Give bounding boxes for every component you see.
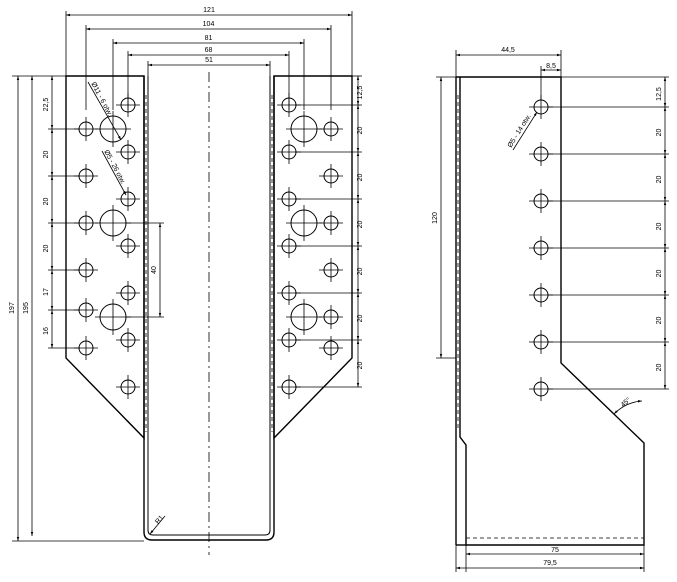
- small-hole: [116, 187, 140, 211]
- side-view: [455, 76, 645, 546]
- small-hole: [319, 117, 343, 141]
- dimension-label: 40: [151, 266, 158, 274]
- dimension-label: 12,5: [357, 86, 364, 100]
- dimension-label: 197: [9, 302, 16, 314]
- dimension-label: 20: [357, 174, 364, 182]
- dimension-label: 20: [43, 198, 50, 206]
- dimension-label: 20: [656, 176, 663, 184]
- leader-line: [149, 515, 166, 535]
- small-hole: [116, 281, 140, 305]
- plate-outline: [65, 75, 145, 440]
- hole-crosshair: [116, 187, 140, 211]
- leader-line: [101, 150, 127, 196]
- dimension-label: 20: [357, 315, 364, 323]
- dimension-label: 68: [205, 47, 213, 54]
- small-hole: [116, 328, 140, 352]
- angle-label: 45°: [619, 396, 632, 409]
- large-hole: [286, 205, 322, 241]
- dimension-label: 20: [357, 268, 364, 276]
- note-large-holes: Ø11 - 6 otw.: [89, 81, 113, 117]
- small-hole: [319, 164, 343, 188]
- hole-crosshair: [319, 258, 343, 282]
- front-view: [65, 72, 353, 555]
- large-hole: [95, 111, 131, 147]
- dimension-label: 12,5: [656, 87, 663, 101]
- hole-crosshair: [116, 328, 140, 352]
- hole-crosshair: [319, 305, 343, 329]
- dimension-label: 20: [656, 270, 663, 278]
- dimension-label: 20: [357, 221, 364, 229]
- dimension-label: 44,5: [501, 47, 515, 54]
- dimension-label: 16: [43, 327, 50, 335]
- dimension-label: 75: [551, 547, 559, 554]
- small-hole: [319, 211, 343, 235]
- hole-crosshair: [95, 205, 131, 241]
- dimension-label: 20: [656, 223, 663, 231]
- large-hole: [286, 111, 322, 147]
- angle-arc: [613, 400, 643, 415]
- small-hole: [319, 258, 343, 282]
- large-hole: [286, 299, 322, 335]
- dimension-label: 20: [357, 362, 364, 370]
- dimension-label: 17: [43, 288, 50, 296]
- hole-crosshair: [286, 299, 322, 335]
- dimension-label: 51: [205, 57, 213, 64]
- note-side-holes: Ø5 - 14 otw.: [507, 113, 533, 149]
- small-hole: [116, 140, 140, 164]
- dimension-label: 20: [656, 317, 663, 325]
- hole-crosshair: [286, 111, 322, 147]
- radius-label: R1: [154, 514, 165, 525]
- hole-crosshair: [95, 299, 131, 335]
- hole-crosshair: [116, 140, 140, 164]
- small-hole: [319, 305, 343, 329]
- dimension-label: 22,5: [43, 98, 50, 112]
- dimension-label: 20: [357, 127, 364, 135]
- dimension-label: 20: [43, 245, 50, 253]
- hole-crosshair: [319, 117, 343, 141]
- hole-crosshair: [95, 111, 131, 147]
- dimension-label: 20: [656, 129, 663, 137]
- dimension-label: 120: [432, 212, 439, 224]
- small-hole: [116, 375, 140, 399]
- hole-crosshair: [116, 281, 140, 305]
- large-hole: [95, 299, 131, 335]
- hole-crosshair: [116, 234, 140, 258]
- dimension-label: 20: [43, 151, 50, 159]
- hole-crosshair: [286, 205, 322, 241]
- hole-crosshair: [116, 375, 140, 399]
- leader-line: [87, 81, 122, 141]
- dimension-label: 79,5: [543, 560, 557, 567]
- large-hole: [95, 205, 131, 241]
- dimensions: 121 104 81 68 51 197 195 22,5 20 20 20 17 16 40 12,5 20…: [9, 7, 669, 572]
- hole-crosshair: [319, 164, 343, 188]
- dimension-label: 20: [656, 364, 663, 372]
- dimension-label: 121: [203, 7, 215, 14]
- dimension-label: 104: [203, 21, 215, 28]
- leader-line: [512, 111, 538, 151]
- dimension-label: 81: [205, 35, 213, 42]
- side-plate-outline: [456, 76, 645, 546]
- small-hole: [116, 234, 140, 258]
- plate-outline-right: [273, 75, 353, 440]
- dimension-label: 195: [23, 302, 30, 314]
- hole-crosshair: [319, 211, 343, 235]
- note-small-holes: Ø5 - 26 otw.: [102, 149, 126, 186]
- dimension-label: 8,5: [546, 63, 556, 70]
